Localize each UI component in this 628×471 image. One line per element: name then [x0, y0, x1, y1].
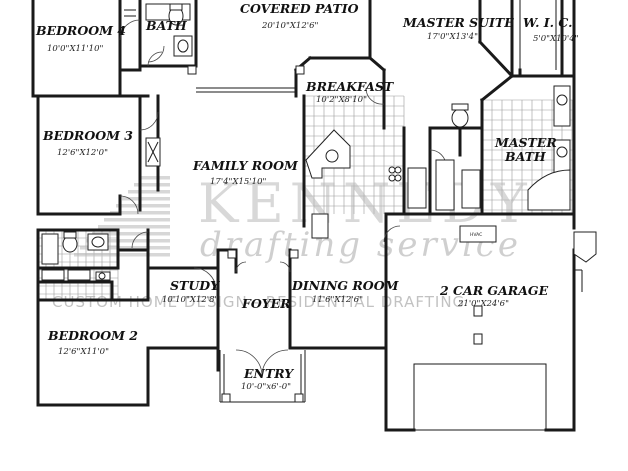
room-dim-bedroom2: 12'6"X11'0"	[58, 347, 109, 357]
room-dim-bedroom4: 10'0"X11'10"	[47, 44, 103, 54]
room-name-master-suite: MASTER SUITE	[402, 15, 514, 30]
room-name-foyer: FOYER	[241, 296, 291, 311]
walls	[31, 0, 583, 432]
garage-door	[413, 305, 547, 431]
hvac-label: HVAC	[470, 232, 482, 238]
watermark-stripe	[116, 204, 170, 208]
room-dim-master-suite: 17'0"X13'4"	[427, 32, 478, 42]
watermark-stripe	[122, 197, 170, 201]
watermark-stripe	[80, 246, 170, 250]
watermark-stripe	[134, 183, 170, 187]
room-dim-study: 10'10"X12'8"	[162, 295, 218, 305]
room-dim-family-room: 17'4"X15'10"	[210, 177, 266, 187]
room-name-wic: W. I. C.	[523, 15, 572, 30]
fixtures: HVAC	[41, 0, 597, 403]
watermark-stripe	[86, 239, 170, 243]
watermark-stripe	[92, 232, 170, 236]
room-name-bedroom4: BEDROOM 4	[35, 23, 126, 38]
room-labels: BEDROOM 4 10'0"X11'10" BATH COVERED PATI…	[35, 1, 579, 392]
watermark-stripe	[110, 211, 170, 215]
doors	[119, 19, 447, 377]
room-name-bedroom2: BEDROOM 2	[47, 328, 138, 343]
room-name-dining-room: DINING ROOM	[291, 278, 400, 293]
room-dim-bedroom3: 12'6"X12'0"	[57, 148, 108, 158]
watermark-logo-stripes	[74, 176, 170, 257]
room-dim-covered-patio: 20'10"X12'6"	[261, 21, 318, 31]
room-name-master-bath-1: MASTER	[494, 135, 557, 150]
room-dim-dining-room: 11'6"X12'6"	[312, 295, 363, 305]
room-name-family-room: FAMILY ROOM	[192, 158, 299, 173]
room-name-study: STUDY	[170, 278, 220, 293]
watermark-stripe	[98, 225, 170, 229]
room-dim-breakfast: 10'2"X8'10"	[316, 95, 367, 105]
room-dim-wic: 5'0"X10'4"	[533, 34, 579, 44]
room-name-entry: ENTRY	[243, 366, 294, 381]
room-name-garage: 2 CAR GARAGE	[439, 283, 549, 298]
room-dim-entry: 10'-0"x6'-0"	[241, 382, 291, 392]
watermark-stripe	[140, 176, 170, 180]
watermark-tagline: CUSTOM HOME DESIGN - RESIDENTIAL DRAFTIN…	[52, 293, 465, 311]
room-name-bedroom3: BEDROOM 3	[42, 128, 133, 143]
room-name-breakfast: BREAKFAST	[305, 79, 395, 94]
watermark-stripe	[104, 218, 170, 222]
room-name-bath: BATH	[145, 18, 188, 33]
room-name-covered-patio: COVERED PATIO	[240, 1, 359, 16]
room-name-master-bath-2: BATH	[504, 149, 547, 164]
breakfast-tile-floor	[303, 95, 405, 214]
watermark-stripe	[74, 253, 170, 257]
watermark-stripe	[128, 190, 170, 194]
room-dim-garage: 21'0"X24'6"	[457, 299, 509, 309]
